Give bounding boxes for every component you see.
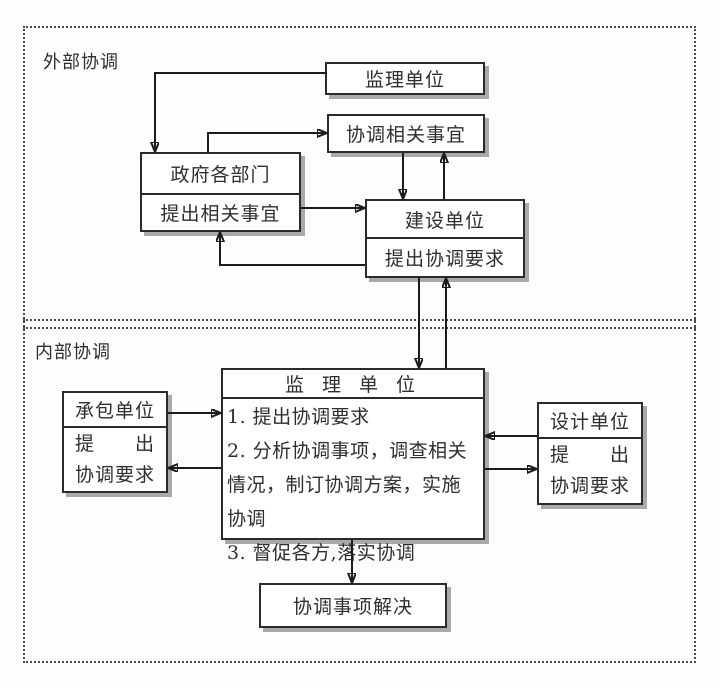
contractor-action-line1: 提 出 <box>74 432 155 455</box>
box-contractor-unit: 承包单位 提 出 协调要求 <box>62 391 168 493</box>
contractor-unit-title: 承包单位 <box>64 393 166 428</box>
construction-unit-title: 建设单位 <box>367 201 523 239</box>
internal-supervision-task-list: 1. 提出协调要求 2. 分析协调事项，调查相关情况，制订协调方案，实施协调 3… <box>223 399 483 570</box>
external-supervision-unit-label: 监理单位 <box>364 69 445 91</box>
supervision-task-3: 3. 督促各方,落实协调 <box>227 542 416 564</box>
supervision-task-2: 2. 分析协调事项，调查相关情况，制订协调方案，实施协调 <box>227 440 468 530</box>
box-government-departments: 政府各部门 提出相关事宜 <box>140 152 301 232</box>
external-section-bottom-border <box>23 319 696 321</box>
box-external-supervision-unit: 监理单位 <box>325 62 485 95</box>
design-unit-action: 提 出 协调要求 <box>539 439 641 503</box>
box-construction-unit: 建设单位 提出协调要求 <box>365 199 525 278</box>
design-unit-title: 设计单位 <box>539 404 641 439</box>
government-departments-action: 提出相关事宜 <box>160 203 281 225</box>
matters-resolved-label: 协调事项解决 <box>292 596 413 618</box>
internal-section-label: 内部协调 <box>35 342 111 363</box>
supervision-task-1: 1. 提出协调要求 <box>227 406 370 428</box>
box-design-unit: 设计单位 提 出 协调要求 <box>537 402 643 505</box>
internal-section-top-border <box>23 327 696 329</box>
outer-dotted-border <box>23 26 696 663</box>
contractor-action-line2: 协调要求 <box>74 463 155 486</box>
box-internal-supervision-unit: 监 理 单 位 1. 提出协调要求 2. 分析协调事项，调查相关情况，制订协调方… <box>221 368 485 564</box>
box-coordinate-related-matters: 协调相关事宜 <box>327 114 485 153</box>
design-action-line1: 提 出 <box>549 444 630 466</box>
government-departments-title: 政府各部门 <box>142 154 299 195</box>
coordinate-related-matters-label: 协调相关事宜 <box>345 124 466 146</box>
box-matters-resolved: 协调事项解决 <box>259 583 447 628</box>
construction-unit-action: 提出协调要求 <box>384 248 505 270</box>
contractor-unit-action: 提 出 协调要求 <box>64 428 166 491</box>
external-section-label: 外部协调 <box>43 52 119 73</box>
design-action-line2: 协调要求 <box>549 475 630 497</box>
internal-supervision-title: 监 理 单 位 <box>223 370 483 399</box>
